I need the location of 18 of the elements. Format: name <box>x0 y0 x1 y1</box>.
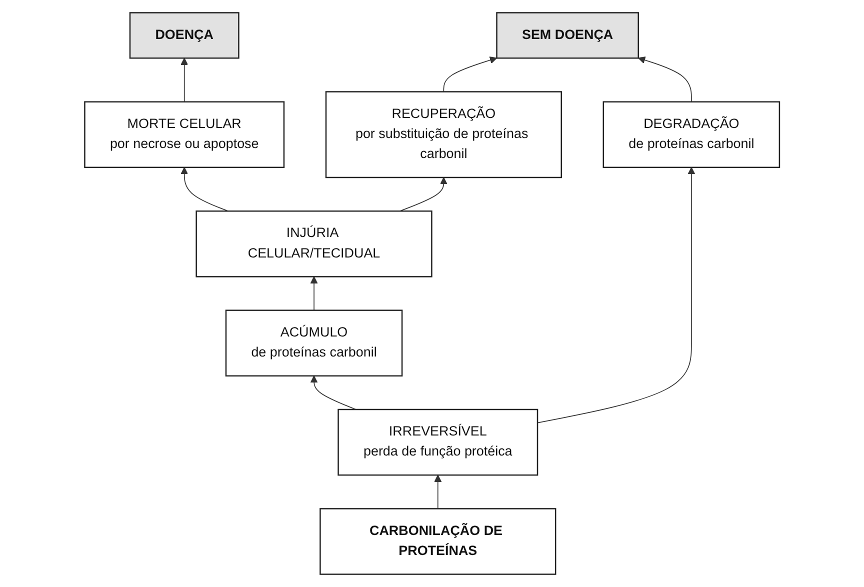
node-box: DEGRADAÇÃO de proteínas carbonil <box>602 101 780 168</box>
arrow <box>180 58 188 102</box>
node-box: MORTE CELULAR por necrose ou apoptose <box>84 101 284 168</box>
arrow <box>434 474 442 510</box>
node-box: CARBONILAÇÃO DE PROTEÍNAS <box>319 508 556 575</box>
arrow <box>180 167 229 212</box>
arrow <box>310 376 356 410</box>
arrow <box>638 56 692 102</box>
arrow <box>443 56 497 92</box>
node-box: RECUPERAÇÃO por substituição de proteínas carbonil <box>325 91 562 178</box>
node-box: IRREVERSÍVEL perda de função protéica <box>338 408 538 476</box>
node-box: SEM DOENÇA <box>496 12 639 59</box>
node-box: ACÚMULO de proteínas carbonil <box>225 310 403 376</box>
arrow <box>537 167 696 424</box>
node-box: INJÚRIA CELULAR/TECIDUAL <box>196 210 432 278</box>
arrow <box>399 177 448 212</box>
arrow <box>310 276 318 311</box>
node-box: DOENÇA <box>129 12 240 59</box>
